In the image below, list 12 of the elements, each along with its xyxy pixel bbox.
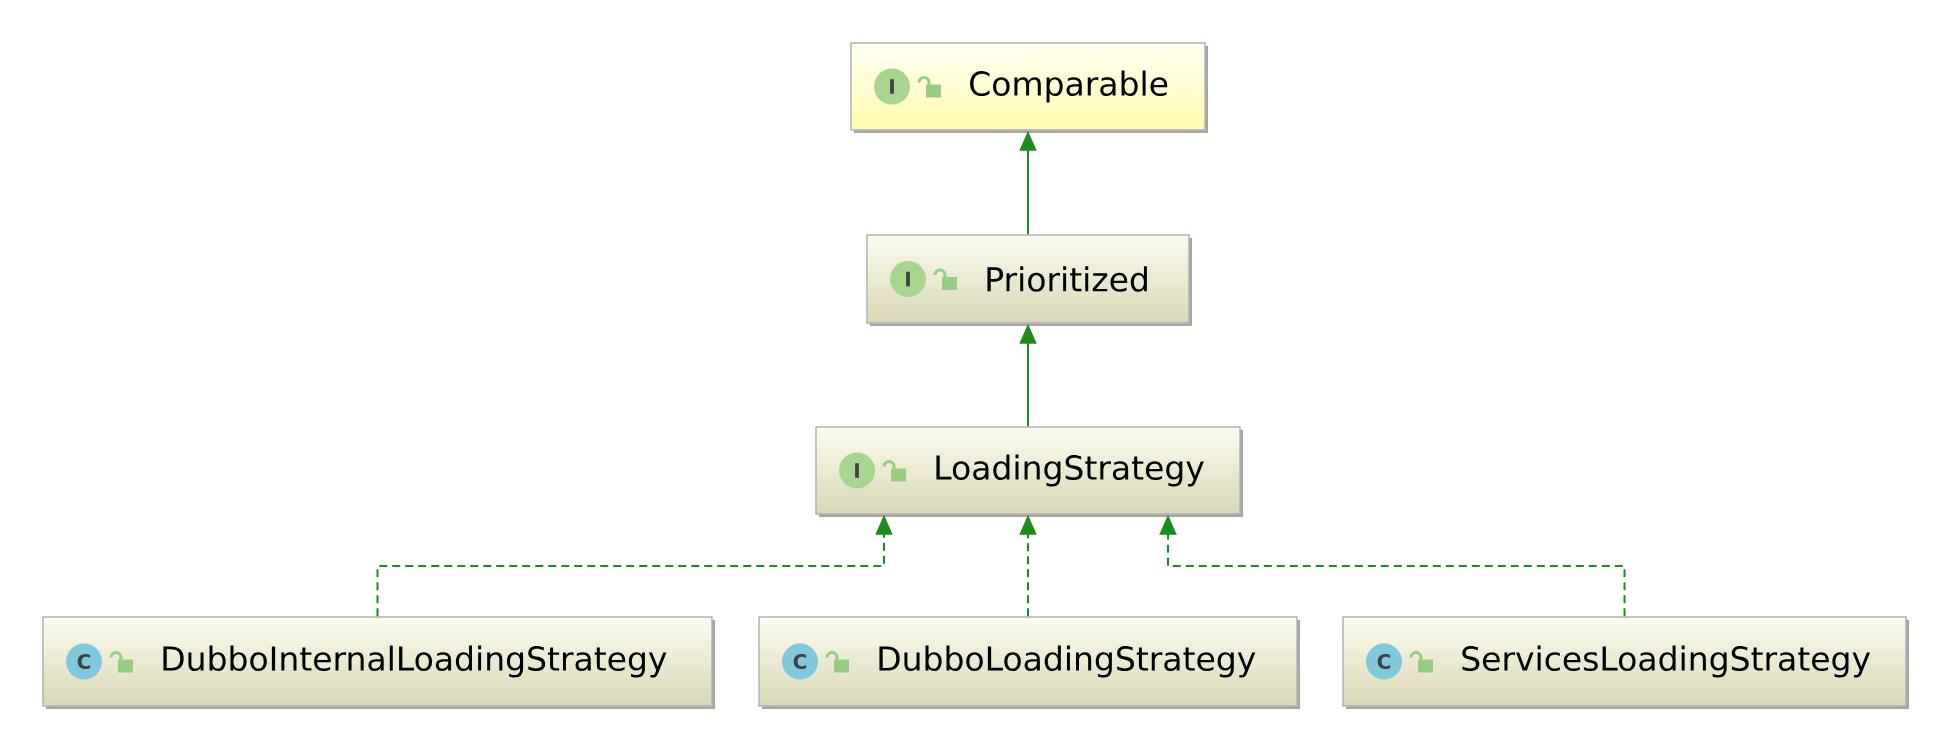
class-box: I LoadingStrategy	[815, 426, 1243, 517]
type-badge: C	[1366, 643, 1402, 680]
class-box: C DubboInternalLoadingStrategy	[42, 616, 715, 709]
class-box: I Prioritized	[866, 234, 1192, 326]
type-badge: C	[782, 643, 818, 680]
class-box: C ServicesLoadingStrategy	[1342, 616, 1909, 709]
type-badge: I	[890, 261, 926, 297]
type-badge: I	[839, 452, 875, 489]
type-badge: I	[874, 68, 910, 105]
class-box: C DubboLoadingStrategy	[758, 616, 1300, 709]
class-box: I Comparable	[850, 42, 1208, 133]
type-badge: C	[66, 643, 102, 680]
